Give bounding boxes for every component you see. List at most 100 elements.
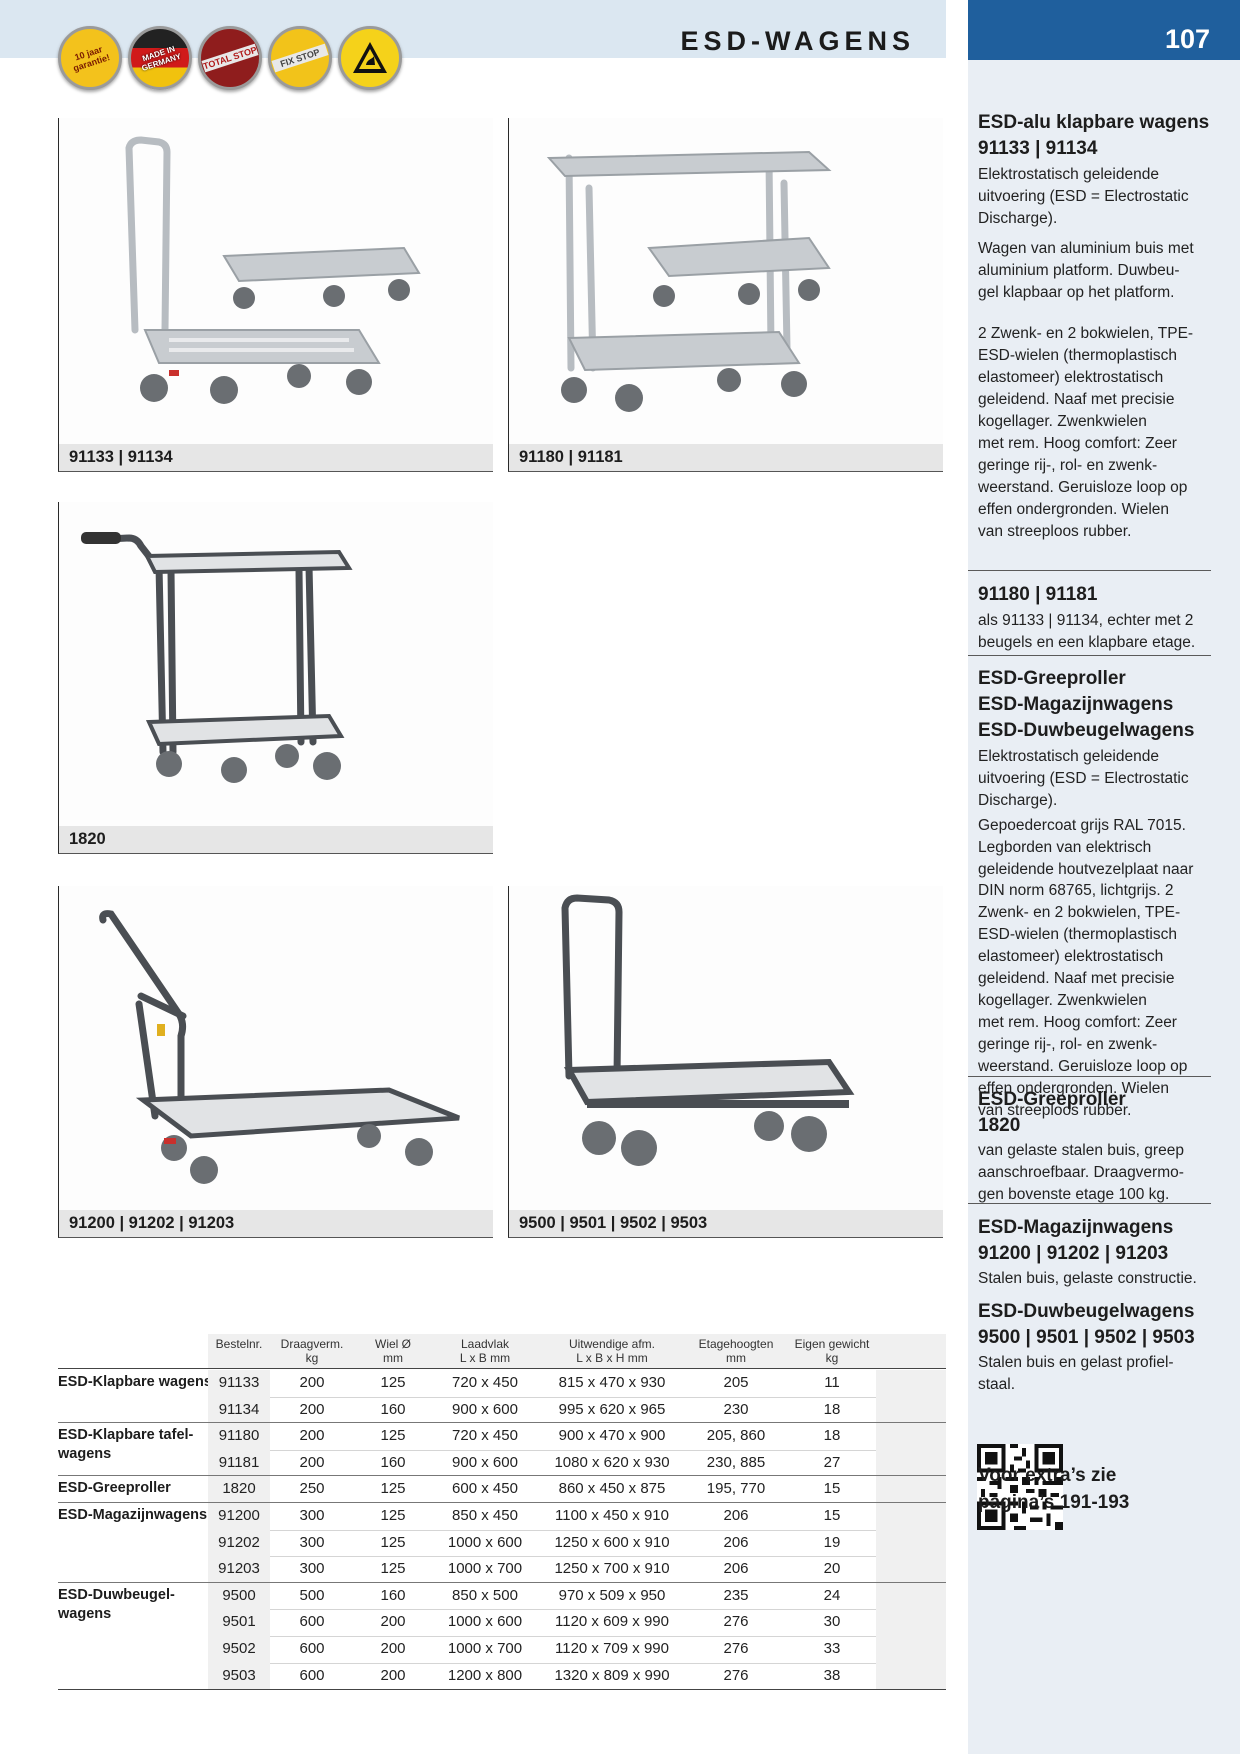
group-divider [58,1502,946,1503]
table-cell: 276 [723,1666,749,1684]
table-cell: 850 x 450 [452,1507,518,1524]
folding-alu-trolley-image [125,136,421,404]
table-cell: 276 [723,1640,749,1657]
table-cell: 200 [299,1427,325,1445]
product-image [508,118,943,444]
panel-caption: 91180 | 91181 [519,448,623,466]
table-cell: 1250 x 700 x 910 [554,1560,670,1578]
table-cell: 160 [380,1453,406,1471]
table-cell: 200 [299,1400,325,1418]
fix-stop-badge-icon: FIX STOP [268,26,332,90]
section-text: Elektrostatisch geleidende uitvoering (E… [978,748,1189,809]
row-divider [208,1609,946,1611]
section-article-numbers: 91133 | 91134 [978,138,1098,159]
panel-caption: 9500 | 9501 | 9502 | 9503 [519,1214,708,1232]
table-cell: 15 [823,1507,841,1524]
table-cell: 205, 860 [706,1427,766,1445]
table-cell: 30 [823,1613,841,1631]
table-cell: 900 x 600 [452,1453,518,1471]
caption-bar: 91200 | 91202 | 91203 [58,1210,493,1238]
folding-table-trolley-image [546,150,832,412]
table-cell: 125 [380,1427,406,1445]
warehouse-trolley-image [99,910,460,1184]
order-number-cell: 9502 [222,1640,256,1657]
sidebar-section-1820: ESD-Greeproller 1820 van gelaste stalen … [978,1087,1218,1206]
table-cell: 206 [723,1560,749,1578]
esd-triangle-icon [353,42,387,73]
table-bottom-rule [58,1689,946,1691]
product-panel-1820: 1820 [58,502,493,856]
trailing-column-shade [876,1582,946,1610]
row-divider [208,1636,946,1637]
trailing-column-shade [876,1370,946,1397]
order-number-shade [208,1529,270,1557]
table-cell: 276 [723,1613,749,1631]
table-cell: 160 [380,1400,406,1418]
sidebar-section-greeproller-general: ESD-Greeproller ESD-Magazijnwagens ESD-D… [978,666,1218,1121]
table-cell: 600 [299,1666,325,1684]
qr-code-icon[interactable] [977,1444,1063,1530]
order-number-shade [208,1449,270,1477]
header-divider [58,1368,946,1369]
accessories-note: Voor extra’s zie pagina’s 191-193 [978,1465,1130,1513]
table-cell: 1200 x 800 [447,1666,523,1684]
order-number-shade [208,1476,270,1503]
row-group-label-line: wagens [58,1605,112,1622]
row-divider [208,1449,946,1451]
section-article-numbers: 91180 | 91181 [978,584,1098,605]
table-cell: 200 [380,1640,406,1657]
trailing-column-shade [876,1476,946,1503]
order-number-cell: 1820 [222,1480,256,1498]
table-cell: 900 x 600 [452,1400,518,1418]
order-number-cell: 91203 [218,1560,260,1578]
section-heading: ESD-Duwbeugelwagens [978,720,1195,741]
section-text: Stalen buis en gelast profiel- staal. [978,1354,1174,1393]
table-cell: 720 x 450 [452,1374,518,1391]
table-cell: 900 x 470 x 900 [558,1427,666,1445]
table-cell: 200 [380,1666,406,1684]
section-title: ESD-WAGENS [680,26,915,56]
section-heading: ESD-Magazijnwagens [978,694,1174,715]
row-divider [208,1662,946,1664]
product-panel-91200: 91200 | 91202 | 91203 [58,886,493,1240]
section-heading: ESD-Greeproller [978,668,1126,689]
section-article-numbers: 9500 | 9501 | 9502 | 9503 [978,1327,1195,1348]
table-cell: 206 [723,1507,749,1524]
row-group-label-line: wagens [58,1446,112,1463]
section-divider [968,1076,1211,1077]
row-group-label: ESD-Greeproller [58,1479,171,1498]
section-heading: ESD-alu klapbare wagens [978,112,1210,133]
table-cell: 1120 x 609 x 990 [555,1613,669,1631]
page-number: 107 [1164,24,1210,54]
section-divider [968,1203,1211,1204]
section-heading: ESD-Magazijnwagens [978,1217,1174,1238]
panel-caption: 91133 | 91134 [69,448,173,466]
row-group-label-line: ESD-Klapbare tafel- [58,1427,194,1444]
order-number-cell: 91202 [218,1533,260,1551]
order-number-shade [208,1609,270,1636]
section-text: als 91133 | 91134, echter met 2 beugels … [978,612,1196,651]
order-number-shade [208,1636,270,1663]
col-header-bestelnr: Bestelnr. [215,1337,263,1351]
col-header-uitwendige: Uitwendige afm.L x B x H mm [568,1337,656,1365]
order-number-cell: 91134 [218,1400,260,1418]
table-cell: 125 [380,1533,406,1551]
product-image [58,886,493,1210]
table-cell: 205 [723,1374,749,1391]
row-group-label: ESD-Klapbare tafel-wagens [58,1426,193,1464]
product-panel-91133: 91133 | 91134 [58,118,493,474]
order-number-shade [208,1582,270,1610]
order-number-cell: 91200 [218,1507,260,1524]
trailing-column-shade [876,1423,946,1450]
order-number-shade [208,1370,270,1397]
